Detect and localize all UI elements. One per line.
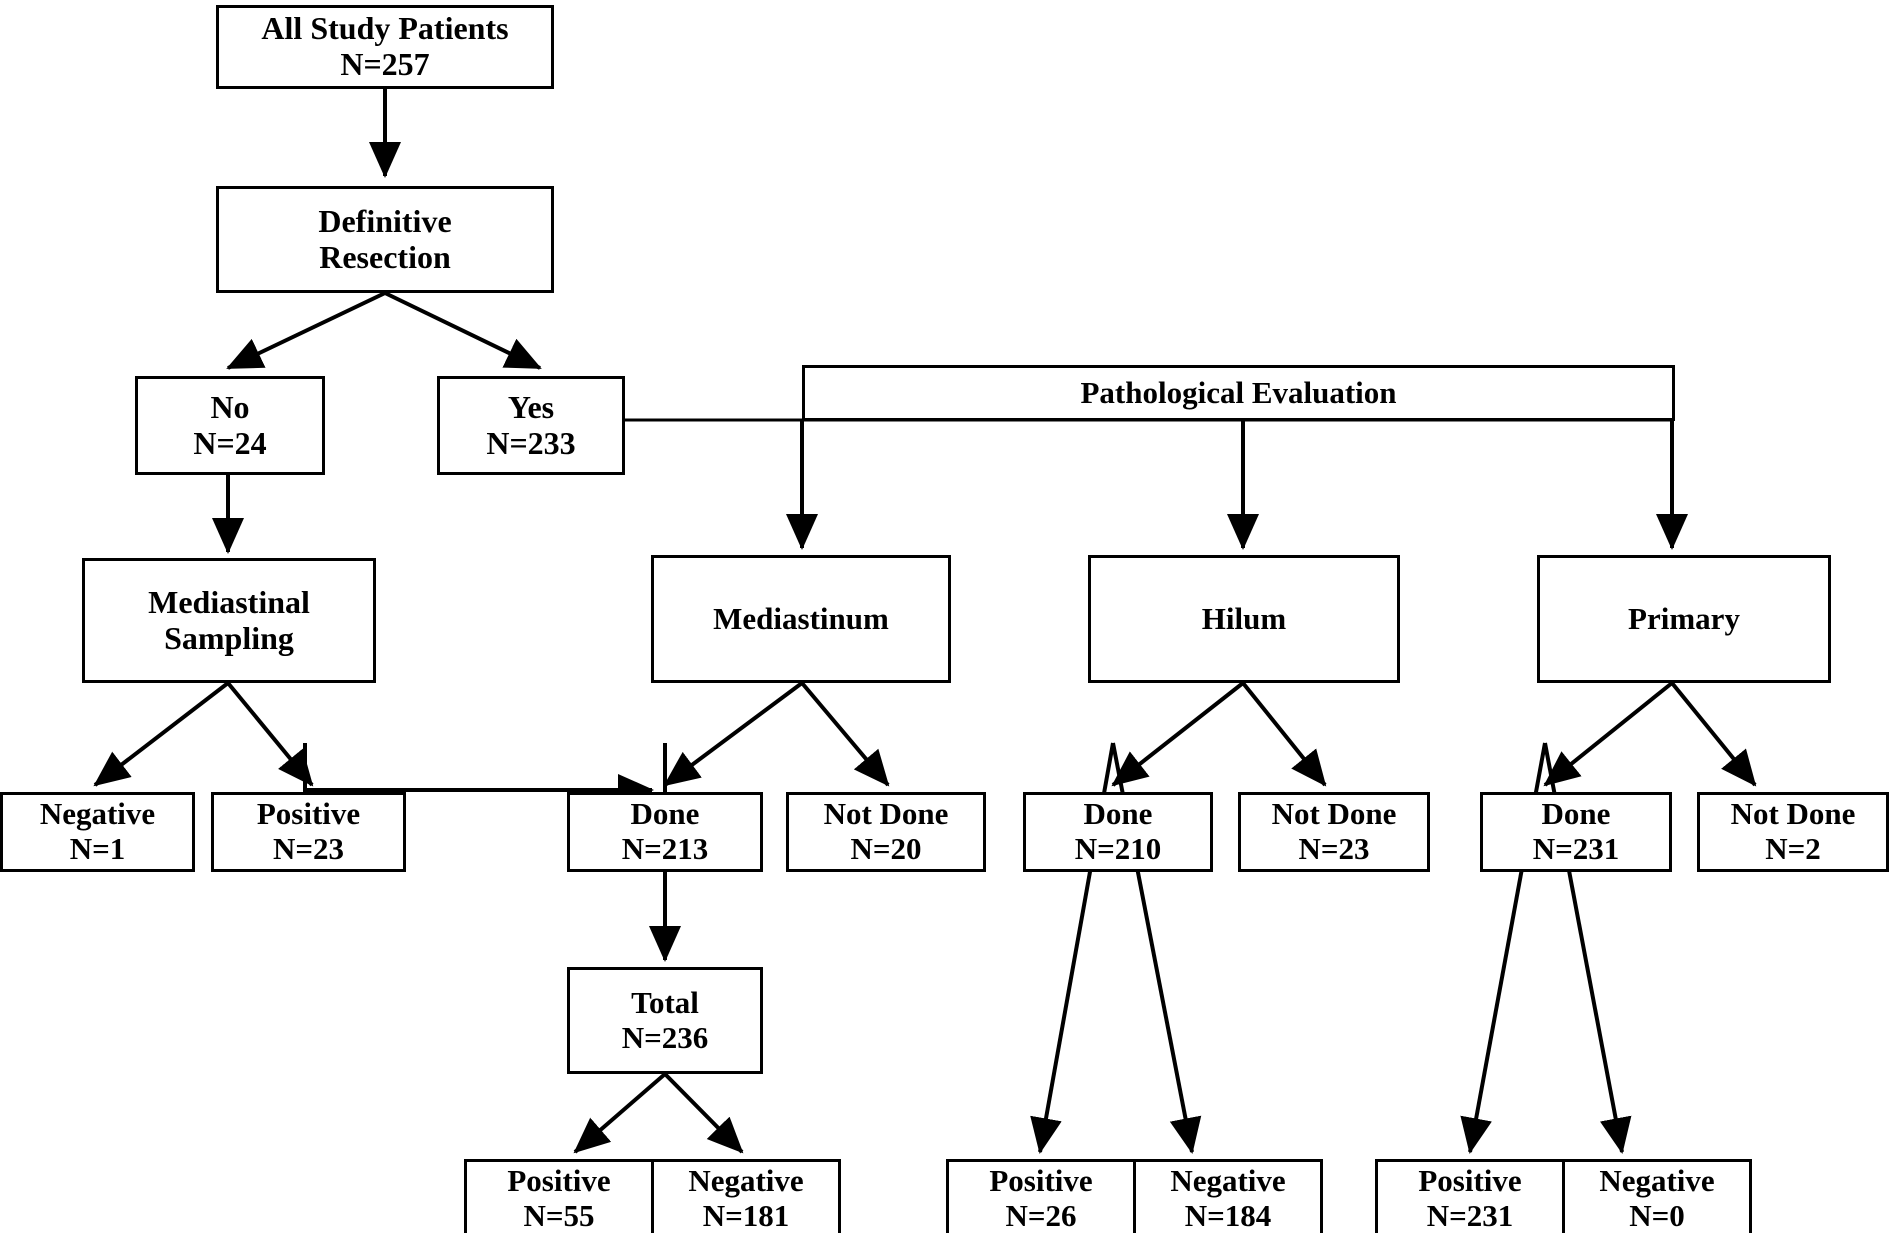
node-line-2: N=181 — [702, 1198, 790, 1233]
node-line-1: Definitive — [318, 202, 452, 239]
node-hilum-negative[interactable]: Negative N=184 — [1133, 1159, 1323, 1233]
edge-mediastinum-to-done — [663, 681, 804, 787]
node-line-2: N=55 — [523, 1198, 595, 1233]
node-hilum[interactable]: Hilum — [1088, 555, 1400, 683]
node-total-negative[interactable]: Negative N=181 — [651, 1159, 841, 1233]
node-line-2: N=23 — [1298, 831, 1370, 866]
node-total[interactable]: Total N=236 — [567, 967, 763, 1074]
node-primary-positive[interactable]: Positive N=231 — [1375, 1159, 1565, 1233]
node-line-1: Done — [1083, 796, 1153, 832]
node-line-2: N=26 — [1005, 1198, 1077, 1233]
node-line-2: N=257 — [340, 46, 430, 82]
node-mediastinum-not-done[interactable]: Not Done N=20 — [786, 792, 986, 872]
node-line-1: Positive — [989, 1163, 1093, 1199]
node-line-2: N=20 — [850, 831, 922, 866]
node-primary-not-done[interactable]: Not Done N=2 — [1697, 792, 1889, 872]
node-sampling-positive[interactable]: Positive N=23 — [211, 792, 406, 872]
node-hilum-positive[interactable]: Positive N=26 — [946, 1159, 1136, 1233]
node-line-1: All Study Patients — [261, 10, 509, 47]
edge-primary-to-done — [1543, 681, 1674, 787]
pathological-evaluation-label: Pathological Evaluation — [1080, 375, 1397, 410]
node-line-1: Mediastinum — [713, 600, 889, 636]
node-line-1: Negative — [688, 1163, 804, 1199]
node-primary-negative[interactable]: Negative N=0 — [1562, 1159, 1752, 1233]
node-line-1: Negative — [39, 796, 156, 832]
edge-definitive-to-yes — [384, 291, 542, 370]
edge-mediastinum-to-not-done — [800, 681, 890, 787]
node-resection-no[interactable]: No N=24 — [135, 376, 325, 475]
node-hilum-not-done[interactable]: Not Done N=23 — [1238, 792, 1430, 872]
node-mediastinal-sampling[interactable]: Mediastinal Sampling — [82, 558, 376, 683]
node-line-1: No — [210, 388, 250, 425]
node-primary[interactable]: Primary — [1537, 555, 1831, 683]
node-sampling-negative[interactable]: Negative N=1 — [0, 792, 195, 872]
node-line-2: N=23 — [272, 831, 345, 866]
node-line-1: Mediastinal — [148, 583, 310, 620]
pathological-evaluation-banner: Pathological Evaluation — [802, 365, 1675, 421]
node-line-1: Positive — [507, 1163, 611, 1199]
edge-positive23-to-total — [303, 743, 654, 806]
node-mediastinum[interactable]: Mediastinum — [651, 555, 951, 683]
edge-total-to-negative — [663, 1072, 744, 1154]
node-line-1: Negative — [1170, 1163, 1286, 1199]
node-line-2: N=1 — [69, 831, 126, 866]
node-all-study-patients[interactable]: All Study Patients N=257 — [216, 5, 554, 89]
node-line-1: Positive — [256, 796, 361, 832]
node-total-positive[interactable]: Positive N=55 — [464, 1159, 654, 1233]
node-line-1: Hilum — [1201, 600, 1287, 636]
node-line-2: N=236 — [621, 1019, 709, 1055]
node-mediastinum-done[interactable]: Done N=213 — [567, 792, 763, 872]
node-line-1: Negative — [1599, 1163, 1715, 1199]
edge-sampling-to-negative — [93, 681, 230, 787]
edge-primary-to-not-done — [1670, 681, 1757, 787]
node-line-1: Not Done — [823, 796, 949, 832]
node-line-2: N=2 — [1765, 831, 1821, 866]
edge-hilum-to-not-done — [1241, 681, 1327, 787]
node-line-2: Resection — [319, 238, 451, 275]
node-line-1: Positive — [1418, 1163, 1522, 1199]
node-line-1: Done — [1541, 796, 1611, 832]
node-line-2: Sampling — [164, 619, 294, 656]
node-primary-done[interactable]: Done N=231 — [1480, 792, 1672, 872]
node-line-2: N=210 — [1074, 831, 1162, 866]
node-definitive-resection[interactable]: Definitive Resection — [216, 186, 554, 293]
node-hilum-done[interactable]: Done N=210 — [1023, 792, 1213, 872]
node-line-2: N=213 — [621, 831, 709, 866]
node-resection-yes[interactable]: Yes N=233 — [437, 376, 625, 475]
node-line-1: Done — [630, 796, 700, 832]
node-line-2: N=233 — [486, 424, 576, 461]
node-line-2: N=0 — [1629, 1198, 1685, 1233]
edge-hilum-to-done — [1111, 681, 1245, 787]
edge-total-to-positive — [573, 1072, 667, 1154]
node-line-1: Primary — [1628, 600, 1740, 636]
node-line-1: Not Done — [1271, 796, 1397, 832]
node-line-1: Total — [631, 984, 699, 1020]
node-line-2: N=231 — [1532, 831, 1620, 866]
node-line-1: Yes — [507, 388, 555, 425]
node-line-2: N=24 — [193, 424, 267, 461]
edge-sampling-to-positive — [226, 681, 314, 787]
edge-definitive-to-no — [226, 291, 386, 370]
node-line-2: N=231 — [1426, 1198, 1514, 1233]
node-line-1: Not Done — [1730, 796, 1856, 832]
node-line-2: N=184 — [1184, 1198, 1272, 1233]
